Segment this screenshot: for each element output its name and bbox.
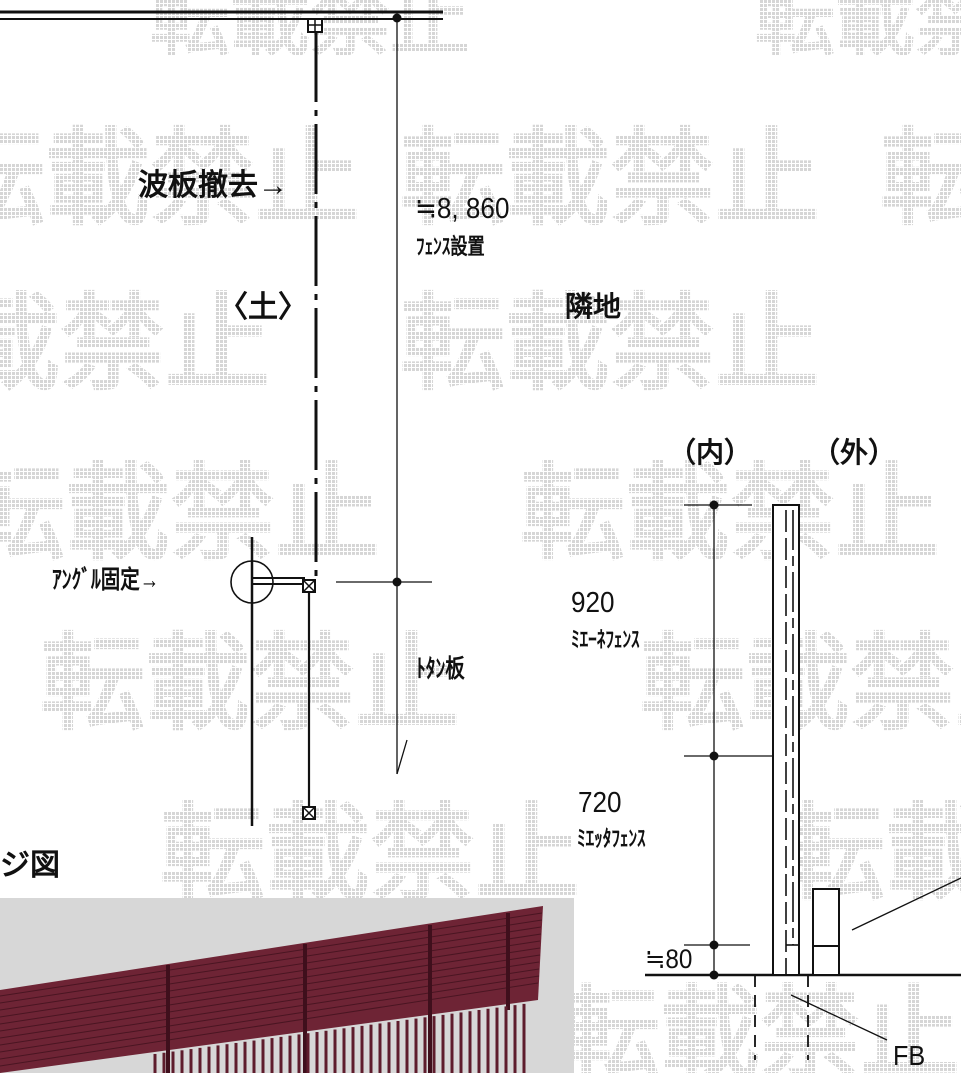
panel-slats xyxy=(0,912,543,1067)
post-marker-cross xyxy=(302,579,316,593)
lower-height-label: 720 xyxy=(578,787,622,819)
upper-height-label: 920 xyxy=(571,587,615,619)
tsuchi-label: 〈土〉 xyxy=(218,291,308,324)
dimension-dot xyxy=(392,13,402,23)
rinchi-label: 隣地 xyxy=(565,291,622,322)
watermark-text: 転載禁止 xyxy=(0,453,380,575)
watermark-text: 転載禁止 xyxy=(40,623,460,745)
angle-circle xyxy=(230,560,274,604)
watermark-text: 転載禁止 xyxy=(0,283,270,405)
plan-view xyxy=(0,10,443,826)
inside-label: （内） xyxy=(668,437,753,468)
watermark-text: 転載禁止 xyxy=(150,0,470,67)
totan-plate-label: ﾄﾀﾝ板 xyxy=(416,655,465,683)
leader-line xyxy=(851,877,961,931)
image-caption: ジ図 xyxy=(0,849,60,882)
block xyxy=(812,888,840,976)
fb-label: FB xyxy=(893,1040,926,1071)
angle-fix-label: ｱﾝｸﾞﾙ固定→ xyxy=(52,566,160,594)
section-view xyxy=(645,500,961,1060)
base-height-label: ≒80 xyxy=(645,944,693,974)
watermark-text: 転載禁止 xyxy=(0,118,360,240)
lower-fence-lattice xyxy=(153,1003,526,1073)
watermark-text: 転載禁止 xyxy=(640,623,961,745)
watermark-text: 転載禁止 xyxy=(400,283,820,405)
photo-posts xyxy=(166,913,510,1073)
upper-fence-name: ﾐｴｰﾈﾌｪﾝｽ xyxy=(571,627,640,652)
fence-length-label: ≒8, 860 xyxy=(415,193,510,225)
watermark-text: 転載禁止 xyxy=(560,975,960,1073)
section-dimension-dot xyxy=(709,751,719,761)
watermark-text: 転載禁止 xyxy=(755,0,961,67)
break-mark xyxy=(396,739,408,775)
fence-install-label: ﾌｪﾝｽ設置 xyxy=(416,234,485,259)
post-marker-cross xyxy=(302,806,316,820)
watermark-text: 転載禁止 xyxy=(880,118,961,240)
watermark-text: 転載禁止 xyxy=(160,793,580,915)
leader-line xyxy=(790,994,888,1041)
watermark-text: 転載禁止 xyxy=(520,453,940,575)
fence-photo xyxy=(0,898,574,1073)
watermark-text: 転載禁止 xyxy=(400,118,820,240)
lower-fence-name: ﾐｴｯﾀﾌｪﾝｽ xyxy=(577,826,646,851)
section-dimension-dot xyxy=(709,500,719,510)
outside-label: （外） xyxy=(812,437,897,468)
watermark-text: 転載禁止 xyxy=(780,793,961,915)
namiita-removal-label: 波板撤去→ xyxy=(138,169,288,202)
